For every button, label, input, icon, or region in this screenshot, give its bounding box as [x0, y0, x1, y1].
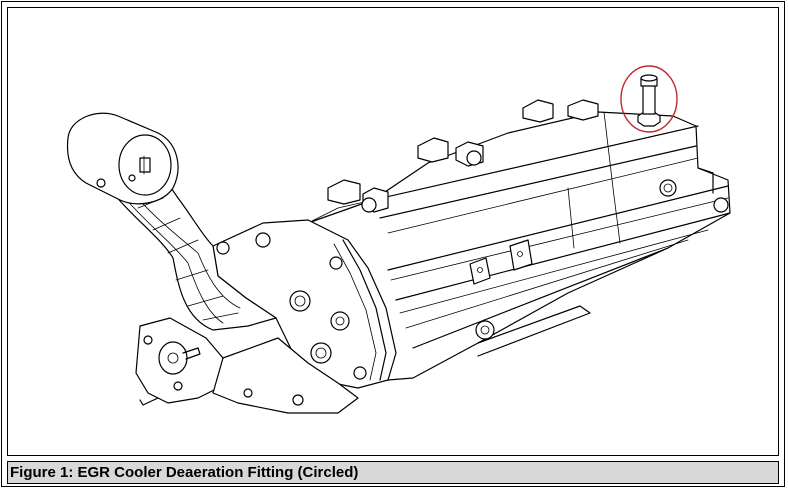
figure-image [7, 7, 779, 456]
lower-bracket [135, 317, 359, 414]
deaeration-fitting [637, 74, 661, 127]
side-tabs [469, 239, 533, 285]
egr-cooler-drawing [66, 65, 731, 414]
figure-caption: Figure 1: EGR Cooler Deaeration Fitting … [7, 461, 779, 484]
top-brackets [327, 99, 729, 340]
highlight-circle [620, 65, 678, 133]
outlet-flange [66, 112, 179, 205]
